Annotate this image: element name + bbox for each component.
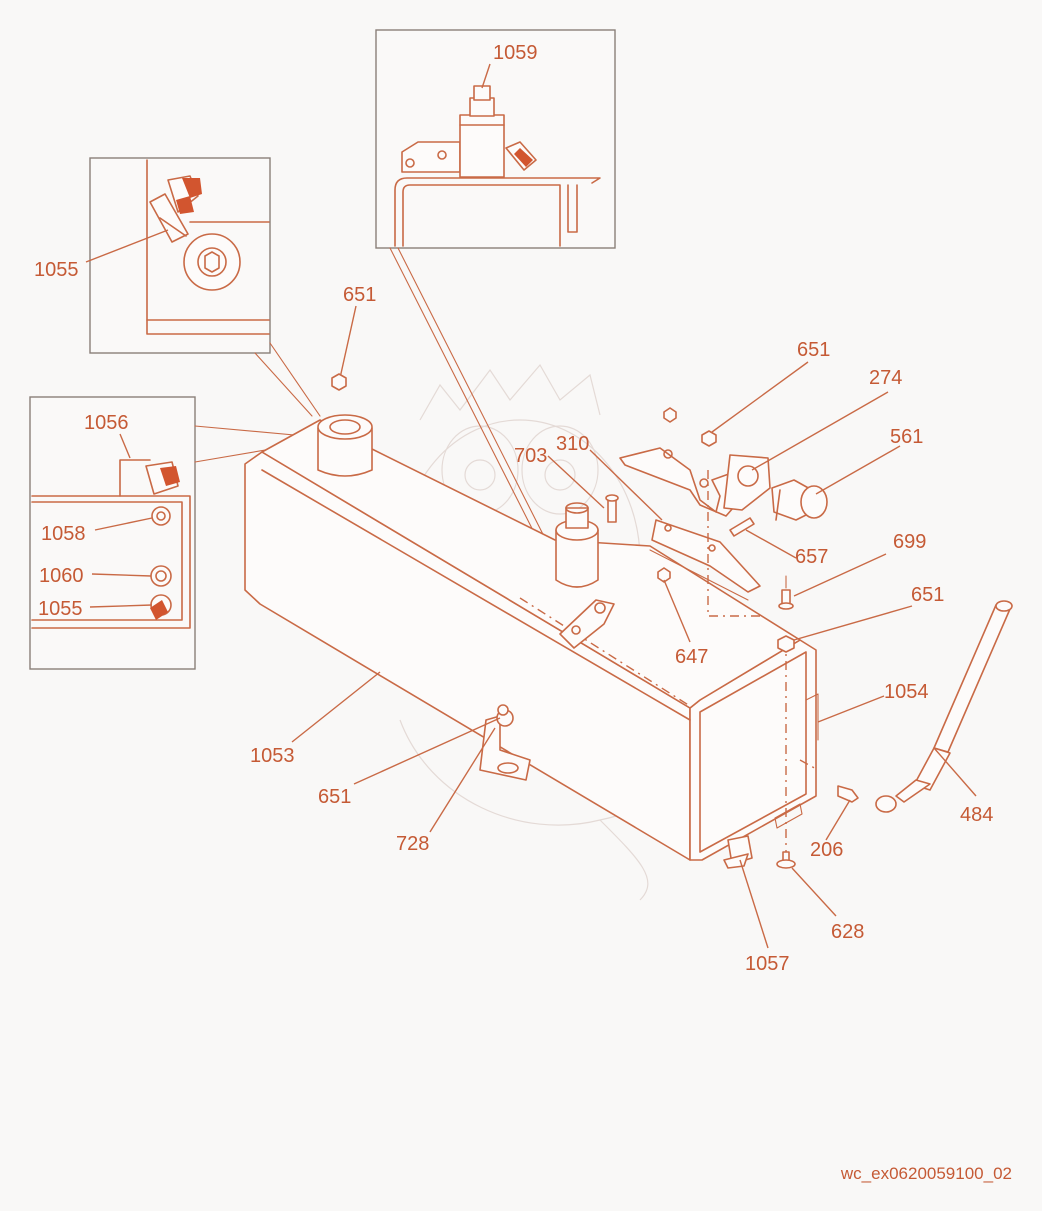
callout-1056: 1056 xyxy=(84,412,129,434)
callout-labels: 1059 1055 651 1056 1058 1060 1055 703 31… xyxy=(34,42,993,975)
reference-code: wc_ex0620059100_02 xyxy=(840,1164,1012,1183)
callout-1059: 1059 xyxy=(493,42,538,64)
callout-703: 703 xyxy=(514,445,547,467)
callout-206: 206 xyxy=(810,839,843,861)
callout-657: 657 xyxy=(795,546,828,568)
callout-728: 728 xyxy=(396,833,429,855)
callout-1060: 1060 xyxy=(39,565,84,587)
inset-1059 xyxy=(375,29,616,249)
callout-1057: 1057 xyxy=(745,953,790,975)
callout-628: 628 xyxy=(831,921,864,943)
hydraulic-tank xyxy=(244,414,859,870)
leader-lines xyxy=(85,63,977,949)
callout-651-right: 651 xyxy=(911,584,944,606)
callout-1053: 1053 xyxy=(250,745,295,767)
callout-651-tank-top: 651 xyxy=(343,284,376,306)
callout-1054: 1054 xyxy=(884,681,929,703)
gas-spring xyxy=(875,600,1013,813)
callout-651-bracket: 651 xyxy=(797,339,830,361)
callout-1058: 1058 xyxy=(41,523,86,545)
inset-side-ports xyxy=(29,396,196,670)
inset-1055 xyxy=(89,157,271,354)
callout-484: 484 xyxy=(960,804,993,826)
callout-647: 647 xyxy=(675,646,708,668)
callout-1055-side: 1055 xyxy=(38,598,83,620)
callout-310: 310 xyxy=(556,433,589,455)
bracket-assembly xyxy=(605,407,828,617)
inset-connectors xyxy=(194,247,557,561)
callout-561: 561 xyxy=(890,426,923,448)
callout-699: 699 xyxy=(893,531,926,553)
callout-274: 274 xyxy=(869,367,902,389)
callout-1055-top: 1055 xyxy=(34,259,79,281)
callout-651-bottom: 651 xyxy=(318,786,351,808)
